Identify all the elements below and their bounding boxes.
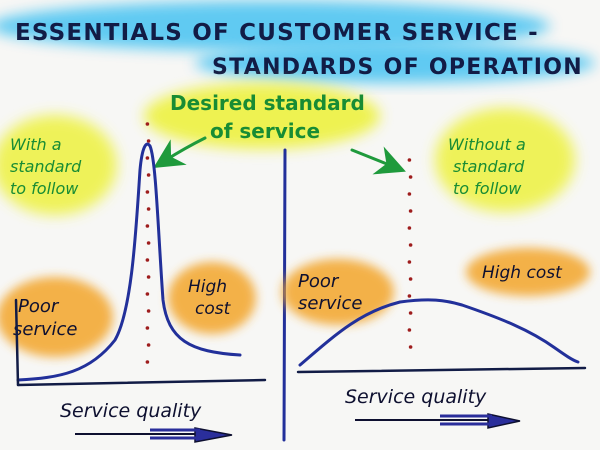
desired-standard-highlight bbox=[144, 83, 380, 149]
right-standard-dot bbox=[408, 311, 413, 315]
right-poor-highlight bbox=[282, 259, 394, 325]
left-poor-line-1: Poor bbox=[18, 296, 60, 317]
left-standard-dot bbox=[146, 139, 151, 143]
right-quality-arrow bbox=[355, 413, 521, 429]
green-arrow-right bbox=[350, 146, 406, 175]
right-standard-dot bbox=[408, 209, 413, 213]
title-line-2: STANDARDS OF OPERATION bbox=[212, 55, 583, 80]
left-cost-highlight bbox=[168, 262, 256, 334]
left-cost-line-1: High bbox=[188, 277, 227, 297]
left-standard-dot bbox=[145, 258, 150, 262]
right-cost-highlight bbox=[466, 248, 590, 296]
left-standard-dot bbox=[145, 292, 150, 296]
left-label-line-3: to follow bbox=[10, 179, 79, 198]
left-standard-dot bbox=[146, 309, 151, 313]
left-narrow-bell-curve bbox=[16, 142, 242, 382]
left-label-line-1: With a bbox=[10, 135, 62, 154]
right-label-line-1: Without a bbox=[448, 135, 526, 154]
left-standard-dot bbox=[146, 343, 151, 347]
right-standard-dot bbox=[408, 345, 413, 349]
right-standard-dot bbox=[408, 277, 413, 281]
left-poor-highlight bbox=[0, 277, 113, 357]
right-poor-line-2: service bbox=[298, 293, 362, 314]
right-standard-dot bbox=[407, 294, 412, 298]
right-cost-label: High cost bbox=[482, 263, 563, 283]
right-standard-dot bbox=[407, 158, 412, 162]
right-x-axis bbox=[296, 366, 587, 374]
left-standard-dot bbox=[145, 122, 150, 126]
green-arrow-left bbox=[153, 136, 207, 169]
right-standard-dot bbox=[408, 243, 413, 247]
title-highlight bbox=[0, 1, 595, 83]
right-standard-dot bbox=[407, 226, 412, 230]
left-standard-dot bbox=[145, 360, 150, 364]
left-standard-dot bbox=[145, 224, 150, 228]
left-cost-line-2: cost bbox=[195, 299, 232, 319]
left-label-highlight bbox=[0, 115, 117, 215]
title-line-1: ESSENTIALS OF CUSTOMER SERVICE - bbox=[15, 20, 539, 46]
left-standard-dot bbox=[145, 190, 150, 194]
right-axis-label: Service quality bbox=[345, 386, 487, 408]
right-standard-dot bbox=[407, 192, 412, 196]
desired-standard-line-1: Desired standard bbox=[170, 91, 365, 115]
right-label-line-2: standard bbox=[453, 157, 525, 176]
right-poor-line-1: Poor bbox=[298, 271, 340, 292]
left-axis-label: Service quality bbox=[60, 400, 202, 422]
left-standard-dot bbox=[146, 207, 151, 211]
left-x-axis bbox=[16, 378, 267, 387]
left-standard-dot bbox=[146, 275, 151, 279]
right-label-line-3: to follow bbox=[453, 179, 522, 198]
left-standard-dot bbox=[146, 173, 151, 177]
left-poor-line-2: service bbox=[13, 319, 77, 340]
right-standard-dot bbox=[407, 328, 412, 332]
left-y-axis bbox=[14, 298, 20, 387]
desired-standard-line-2: of service bbox=[210, 119, 320, 143]
left-standard-dot bbox=[145, 156, 150, 160]
left-standard-dotted-line bbox=[145, 122, 151, 364]
right-label-highlight bbox=[435, 108, 575, 212]
left-quality-arrow bbox=[75, 427, 233, 443]
left-standard-dot bbox=[145, 326, 150, 330]
left-standard-dot bbox=[146, 241, 151, 245]
right-standard-dot bbox=[408, 175, 413, 179]
right-flat-bell-curve bbox=[298, 298, 580, 367]
left-label-line-2: standard bbox=[10, 157, 82, 176]
right-standard-dot bbox=[407, 260, 412, 264]
right-standard-dotted-line bbox=[407, 158, 413, 349]
